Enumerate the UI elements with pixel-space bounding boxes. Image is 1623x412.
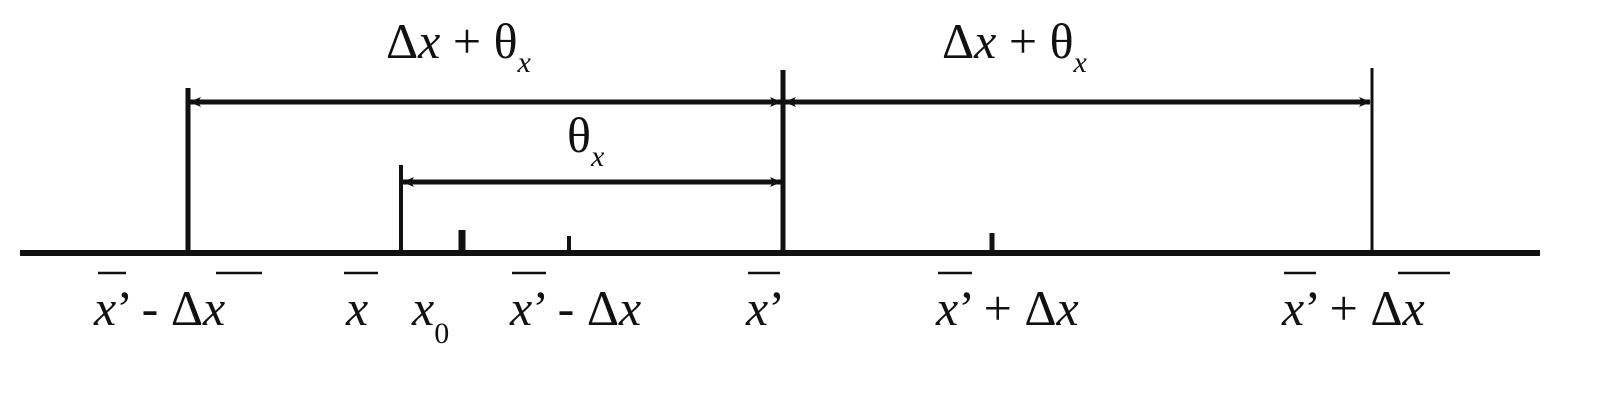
theta-symbol: θ [494,13,518,69]
svg-text:x: x [345,280,368,336]
axis-label-left-inner: x’ - Δx [509,271,641,336]
axis-label-x-prime: x’ [745,271,785,336]
axis-label-x0: x0 [411,280,449,350]
axis-label-right-inner: x’ + Δx [935,271,1079,336]
delta-symbol: Δ [587,280,619,336]
delta-symbol: Δ [942,13,974,69]
svg-text:x’ - Δx: x’ - Δx [509,280,641,336]
svg-text:x’ + Δx: x’ + Δx [1281,280,1425,336]
delta-symbol: Δ [386,13,418,69]
delta-symbol: Δ [1024,280,1056,336]
delta-symbol: Δ [1370,280,1402,336]
delta-symbol: Δ [171,280,203,336]
axis-label-right-outer: x’ + Δx [1281,271,1450,336]
label-inner: θx [567,107,605,173]
theta-symbol: θ [567,107,591,163]
axis-label-left-outer: x’ - Δx [93,271,262,336]
svg-text:x’: x’ [745,280,785,336]
label-top-right: Δx + θx [942,13,1088,79]
svg-text:x’ - Δx: x’ - Δx [93,280,225,336]
label-top-left: Δx + θx [386,13,532,79]
axis-label-x-bar: x [344,271,378,336]
svg-text:x’ + Δx: x’ + Δx [935,280,1079,336]
theta-symbol: θ [1050,13,1074,69]
